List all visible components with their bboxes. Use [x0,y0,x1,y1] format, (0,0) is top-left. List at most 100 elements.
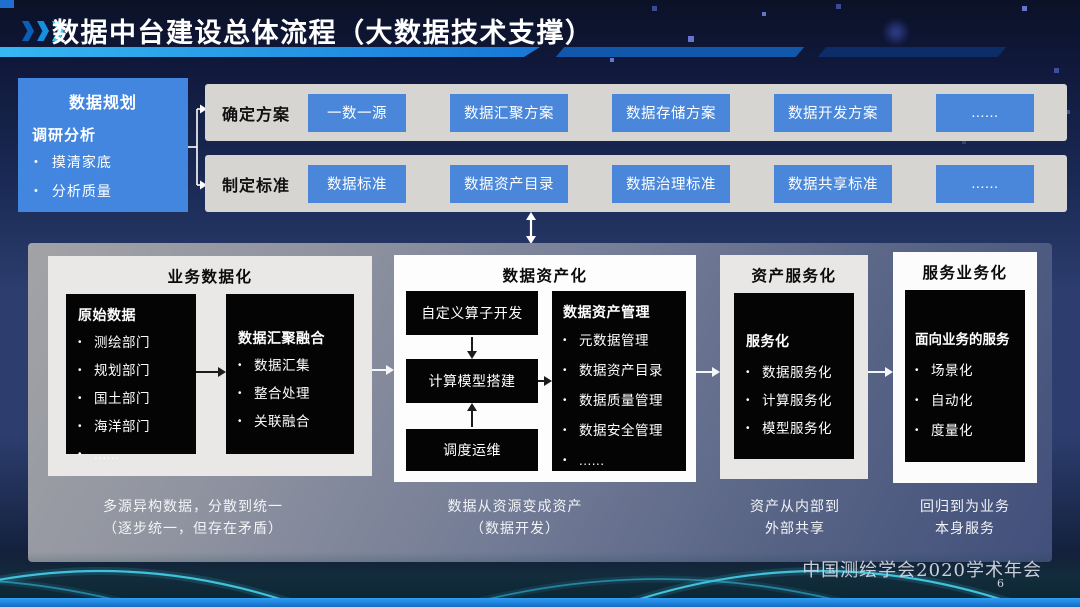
row-label: 确定方案 [222,106,291,124]
process-panel: 业务数据化 原始数据 测绘部门 规划部门 国土部门 海洋部门 ...... 数据… [28,243,1052,562]
decor-dot [652,6,657,11]
decor-dot [688,36,694,42]
title-underline-bar [0,47,540,57]
wave-decor [0,567,1015,599]
scheme-button: 数据汇聚方案 [450,93,568,132]
caption-business-datafication: 多源异构数据，分散到统一 （逐步统一，但存在矛盾） [63,495,323,539]
section-service-businessization: 服务业务化 面向业务的服务 场景化 自动化 度量化 [893,252,1037,483]
caption-line: （逐步统一，但存在矛盾） [103,520,283,536]
list-item: 计算服务化 [746,388,854,416]
corner-decor [0,0,14,8]
arrow-right-icon [538,376,552,386]
caption-service-businessization: 回归到为业务 本身服务 [900,495,1030,539]
list-item: 数据汇集 [238,353,354,381]
section-title: 服务业务化 [922,265,1008,282]
section-title: 资产服务化 [751,268,837,285]
planning-subtitle: 调研分析 [32,127,97,144]
caption-line: （数据开发） [470,520,560,536]
list-item: ...... [78,442,196,470]
scheme-button: 一数一源 [308,93,407,132]
wave-band [0,552,1080,598]
list-item: 元数据管理 [563,327,686,357]
compute-model-box: 计算模型搭建 [406,359,538,403]
caption-line: 本身服务 [935,520,995,536]
section-business-datafication: 业务数据化 原始数据 测绘部门 规划部门 国土部门 海洋部门 ...... 数据… [48,256,372,476]
caption-line: 数据从资源变成资产 [447,498,583,514]
list-item: 数据资产目录 [563,357,686,387]
scheme-button-more: ...... [935,93,1034,132]
list-item: 数据安全管理 [563,417,686,447]
box-title: 服务化 [746,333,790,349]
row-label: 制定标准 [222,177,291,195]
scheme-button: 数据存储方案 [611,93,730,132]
operator-dev-box: 自定义算子开发 [406,291,538,335]
list-item: 测绘部门 [78,330,196,358]
scheme-row: 确定方案 一数一源 数据汇聚方案 数据存储方案 数据开发方案 ...... [205,84,1067,141]
standard-button: 数据治理标准 [611,164,730,203]
box-items: 场景化 自动化 度量化 [915,357,1025,447]
section-title: 业务数据化 [167,269,253,286]
list-item: ...... [563,447,686,477]
business-service-box: 面向业务的服务 场景化 自动化 度量化 [905,290,1025,462]
box-items: 元数据管理 数据资产目录 数据质量管理 数据安全管理 ...... [563,327,686,477]
box-items: 数据汇集 整合处理 关联融合 [238,353,354,437]
list-item: 数据质量管理 [563,387,686,417]
box-title: 数据资产管理 [563,304,650,320]
list-item: 海洋部门 [78,414,196,442]
arrow-right-icon [696,367,720,377]
page-title: 数据中台建设总体流程（大数据技术支撑） [52,18,594,48]
arrow-up-icon [467,403,477,427]
box-title: 原始数据 [78,307,136,323]
decor-dot [962,140,966,144]
title-underline-segment [555,47,805,57]
list-item: 整合处理 [238,381,354,409]
planning-box: 数据规划 调研分析 摸清家底 分析质量 [18,78,188,212]
decor-dot [1054,68,1059,73]
list-item: 场景化 [915,357,1025,387]
caption-line: 多源异构数据，分散到统一 [103,498,283,514]
arrow-right-icon [196,367,226,377]
list-item: 数据服务化 [746,360,854,388]
caption-line: 资产从内部到 [750,498,840,514]
list-item: 分析质量 [34,178,188,207]
arrow-right-icon [372,365,394,375]
chevron-icon [37,21,49,41]
data-fusion-box: 数据汇聚融合 数据汇集 整合处理 关联融合 [226,294,354,454]
list-item: 摸清家底 [34,149,188,178]
asset-management-box: 数据资产管理 元数据管理 数据资产目录 数据质量管理 数据安全管理 ...... [552,291,686,471]
decor-dot [836,4,841,9]
decor-glow [882,18,910,46]
raw-data-box: 原始数据 测绘部门 规划部门 国土部门 海洋部门 ...... [66,294,196,462]
standard-button: 数据资产目录 [450,164,568,203]
arrow-right-icon [868,367,893,377]
chevron-icon [22,21,34,41]
box-title: 面向业务的服务 [915,332,1010,347]
caption-data-assetization: 数据从资源变成资产 （数据开发） [395,495,635,539]
chevron-icon [52,21,64,41]
caption-asset-servitization: 资产从内部到 外部共享 [730,495,860,539]
decor-dot [1022,6,1027,11]
box-items: 测绘部门 规划部门 国土部门 海洋部门 ...... [78,330,196,470]
standard-buttons: 数据标准 数据资产目录 数据治理标准 数据共享标准 ...... [308,164,1034,203]
title-chevrons-icon [22,21,64,41]
double-arrow-icon [526,212,536,244]
scheme-buttons: 一数一源 数据汇聚方案 数据存储方案 数据开发方案 ...... [308,93,1034,132]
list-item: 模型服务化 [746,416,854,444]
decor-dot [1066,110,1070,114]
standard-row: 制定标准 数据标准 数据资产目录 数据治理标准 数据共享标准 ...... [205,155,1067,212]
scheduling-ops-box: 调度运维 [406,429,538,471]
list-item: 度量化 [915,417,1025,447]
bottom-bar [0,598,1080,607]
conference-credit: 中国测绘学会2020学术年会 [802,560,1042,581]
planning-title: 数据规划 [68,95,137,112]
box-items: 数据服务化 计算服务化 模型服务化 [746,360,854,444]
section-data-assetization: 数据资产化 自定义算子开发 计算模型搭建 调度运维 数据资产管理 元数据管理 数… [394,255,696,482]
standard-button: 数据共享标准 [773,164,892,203]
list-item: 自动化 [915,387,1025,417]
arrow-down-icon [467,337,477,359]
title-underline-segment [817,47,1007,57]
list-item: 国土部门 [78,386,196,414]
standard-button: 数据标准 [308,164,407,203]
section-title: 数据资产化 [502,268,588,285]
